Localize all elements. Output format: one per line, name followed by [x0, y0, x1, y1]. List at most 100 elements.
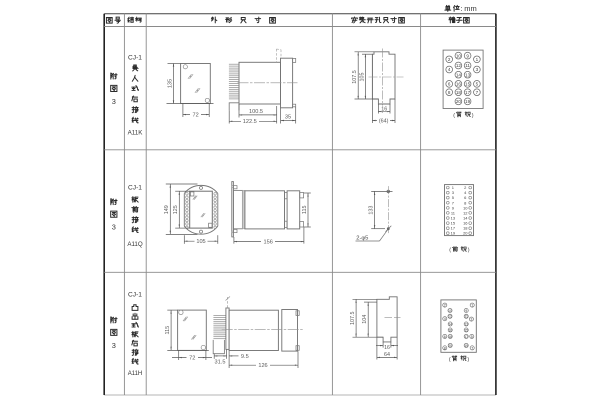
svg-text:): ) [467, 357, 469, 363]
svg-text:11: 11 [464, 315, 468, 319]
svg-text:(: ( [449, 248, 451, 254]
svg-text:19: 19 [465, 99, 471, 104]
svg-text:115: 115 [302, 206, 308, 215]
svg-text:115: 115 [165, 326, 171, 335]
svg-text:72: 72 [189, 356, 195, 362]
svg-text:2: 2 [464, 185, 467, 190]
svg-text:12: 12 [463, 210, 468, 215]
svg-text:135: 135 [167, 79, 173, 88]
svg-text:20: 20 [448, 344, 452, 348]
svg-text:4: 4 [464, 190, 467, 195]
svg-text:14: 14 [463, 216, 468, 221]
svg-text:2: 2 [444, 304, 446, 308]
svg-text:3: 3 [476, 67, 479, 72]
svg-text:3: 3 [452, 190, 455, 195]
svg-text:14: 14 [456, 72, 462, 77]
svg-text:A11Q: A11Q [127, 241, 143, 248]
svg-text:105: 105 [359, 73, 365, 82]
svg-text:9: 9 [452, 205, 455, 210]
svg-text:16: 16 [448, 328, 452, 332]
svg-text:107.5: 107.5 [350, 312, 356, 326]
svg-text:18: 18 [456, 90, 462, 95]
svg-text:3: 3 [112, 223, 116, 232]
svg-text:A11H: A11H [128, 371, 143, 377]
svg-text:10: 10 [448, 309, 452, 313]
svg-text:7: 7 [476, 90, 479, 95]
svg-text:20: 20 [456, 99, 462, 104]
svg-text:15: 15 [465, 82, 471, 87]
svg-text:CJ-1: CJ-1 [128, 54, 142, 61]
svg-text:5: 5 [471, 335, 473, 339]
svg-text:4: 4 [444, 317, 446, 321]
svg-text:6: 6 [448, 82, 451, 87]
svg-text:16: 16 [381, 106, 387, 112]
svg-text:7: 7 [452, 200, 455, 205]
svg-text:18: 18 [463, 226, 468, 231]
svg-text:12: 12 [448, 315, 452, 319]
svg-text:17: 17 [451, 226, 456, 231]
svg-text:6: 6 [444, 335, 446, 339]
svg-text:(: ( [449, 357, 451, 363]
svg-text:125: 125 [173, 205, 179, 214]
svg-text:122.5: 122.5 [243, 119, 257, 125]
svg-text:1: 1 [476, 57, 479, 62]
svg-text:5: 5 [452, 195, 455, 200]
svg-text:31.5: 31.5 [215, 360, 226, 366]
svg-text:9: 9 [465, 309, 467, 313]
svg-text:7: 7 [471, 346, 473, 350]
svg-text:2: 2 [448, 57, 451, 62]
svg-text:9.5: 9.5 [241, 354, 249, 360]
svg-text:11: 11 [465, 63, 470, 68]
svg-text:15: 15 [464, 328, 468, 332]
svg-text:16: 16 [384, 345, 390, 351]
svg-text:13: 13 [451, 216, 456, 221]
svg-text:72: 72 [192, 113, 198, 119]
svg-text:100.5: 100.5 [249, 109, 263, 115]
svg-text::: : [460, 4, 462, 13]
svg-text:5: 5 [476, 82, 479, 87]
svg-text:): ) [468, 248, 470, 254]
svg-text:3: 3 [470, 318, 472, 322]
svg-text:8: 8 [464, 200, 467, 205]
svg-text:17: 17 [464, 335, 468, 339]
svg-text:104: 104 [362, 315, 368, 324]
svg-text:3: 3 [112, 97, 116, 106]
svg-text:64: 64 [384, 352, 390, 358]
svg-text:105: 105 [196, 239, 205, 245]
svg-text:2-φ5: 2-φ5 [356, 236, 368, 242]
svg-text:A11K: A11K [128, 130, 144, 137]
svg-text:126: 126 [258, 363, 267, 369]
svg-text:8: 8 [448, 90, 451, 95]
svg-text:CJ-1: CJ-1 [128, 184, 142, 191]
svg-text:(: ( [453, 113, 455, 119]
svg-text:10: 10 [463, 205, 468, 210]
svg-text:): ) [472, 113, 474, 119]
svg-text:35: 35 [285, 114, 291, 120]
svg-text:13: 13 [465, 72, 471, 77]
svg-text:133: 133 [368, 206, 374, 215]
svg-text:1: 1 [452, 185, 455, 190]
svg-text:156: 156 [264, 240, 273, 246]
svg-text:17: 17 [465, 90, 471, 95]
svg-text:20: 20 [463, 231, 468, 236]
svg-text:1: 1 [471, 304, 473, 308]
svg-text:3: 3 [112, 341, 116, 350]
svg-text:13: 13 [464, 322, 468, 326]
svg-text:9: 9 [466, 53, 469, 58]
svg-text:11: 11 [451, 210, 456, 215]
svg-text:19: 19 [464, 344, 468, 348]
svg-text:(64): (64) [379, 119, 389, 125]
svg-text:16: 16 [456, 82, 462, 87]
svg-text:149: 149 [164, 205, 170, 214]
svg-text:18: 18 [448, 335, 452, 339]
svg-text:10: 10 [456, 53, 462, 58]
svg-text:16: 16 [463, 221, 468, 226]
svg-text:15: 15 [451, 221, 456, 226]
svg-text:14: 14 [448, 322, 452, 326]
svg-text:19: 19 [451, 231, 456, 236]
svg-text:CJ-1: CJ-1 [128, 292, 142, 299]
svg-text:6: 6 [464, 195, 467, 200]
svg-text:4: 4 [448, 67, 451, 72]
svg-text:mm: mm [464, 4, 477, 13]
svg-text:8: 8 [444, 346, 446, 350]
